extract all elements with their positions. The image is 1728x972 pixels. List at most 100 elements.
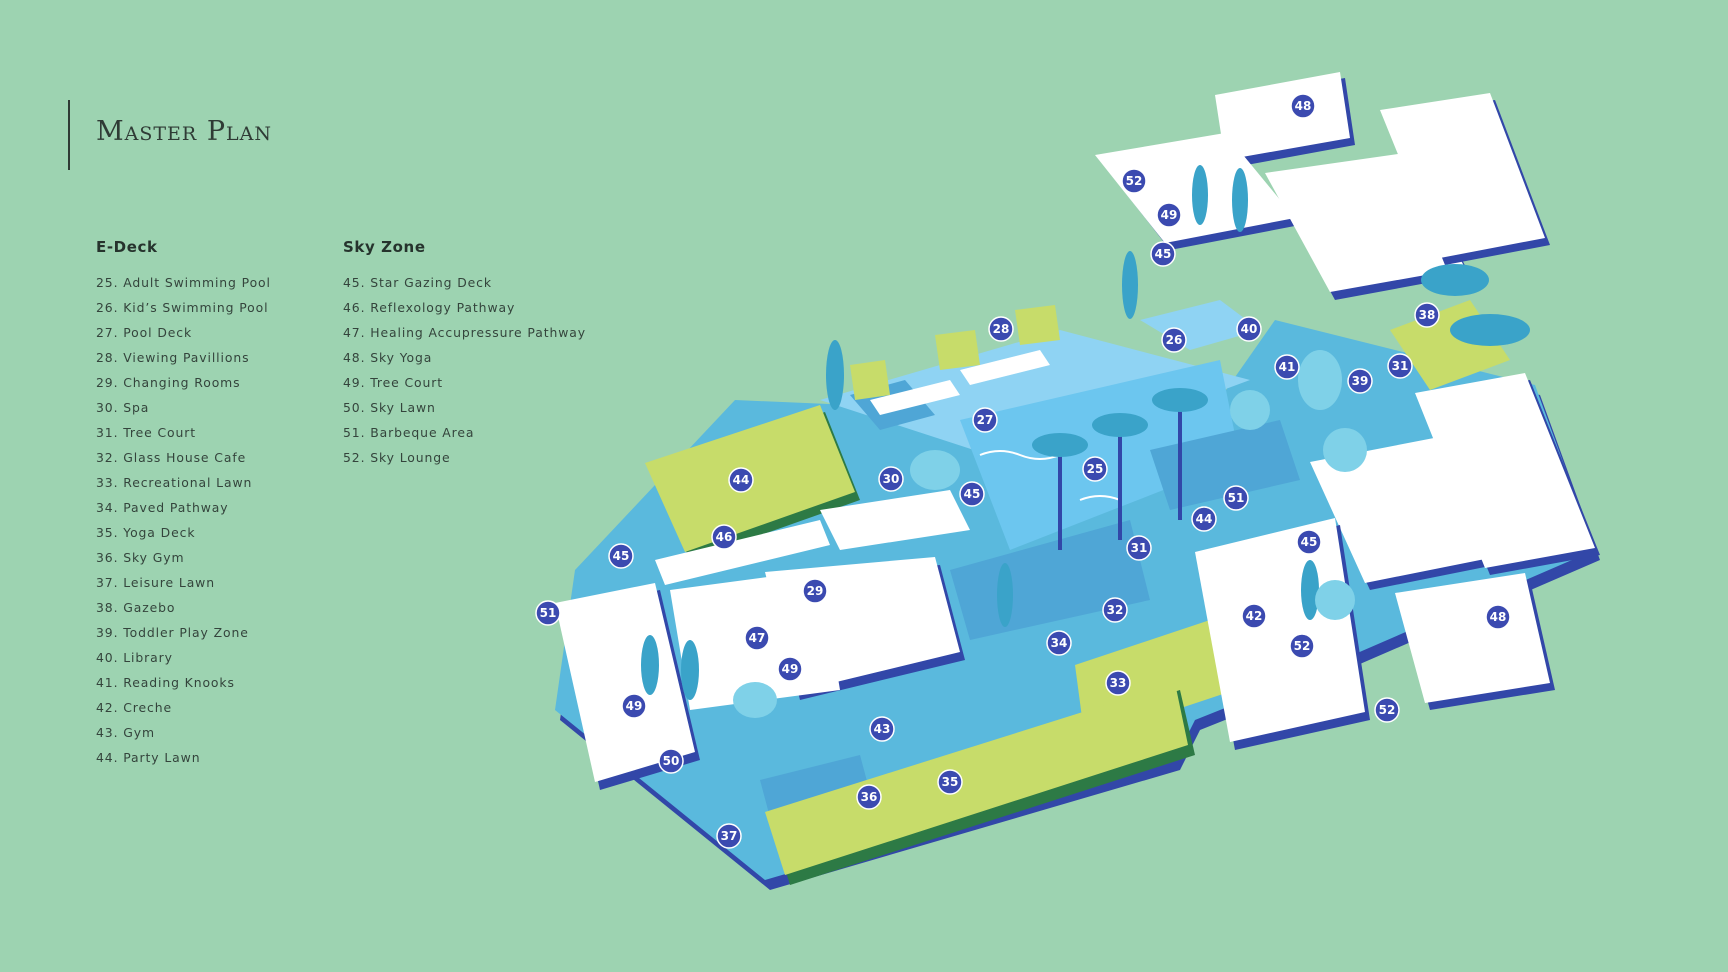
map-badge-label: 35 (942, 775, 959, 789)
legend-item: 35. Yoga Deck (96, 525, 196, 540)
map-badge-36: 36 (856, 784, 882, 810)
map-badge-label: 44 (1196, 512, 1213, 526)
trees (641, 165, 1530, 718)
legend-edeck-heading: E-Deck (96, 238, 158, 256)
map-badge-label: 26 (1166, 333, 1183, 347)
map-badge-30: 30 (878, 466, 904, 492)
map-badge-circle (1296, 529, 1322, 555)
map-badge-circle (535, 600, 561, 626)
map-badge-label: 44 (733, 473, 750, 487)
legend-item: 29. Changing Rooms (96, 375, 241, 390)
map-badge-label: 31 (1392, 359, 1409, 373)
map-badge-circle (728, 467, 754, 493)
map-badge-label: 52 (1126, 174, 1143, 188)
legend-edeck: E-Deck 25. Adult Swimming Pool 26. Kid’s… (96, 238, 271, 776)
map-badge-label: 28 (993, 322, 1010, 336)
map-badge-43: 43 (869, 716, 895, 742)
map-badge-circle (1289, 633, 1315, 659)
map-badge-circle (711, 524, 737, 550)
legend-item: 48. Sky Yoga (343, 350, 433, 365)
map-badge-label: 45 (1301, 535, 1318, 549)
map-badge-label: 36 (861, 790, 878, 804)
map-badge-45: 45 (1150, 241, 1176, 267)
map-badge-38: 38 (1414, 302, 1440, 328)
map-badge-circle (608, 543, 634, 569)
map-badge-circle (1105, 670, 1131, 696)
legend-item: 46. Reflexology Pathway (343, 300, 516, 315)
map-badge-51: 51 (535, 600, 561, 626)
map-badge-44: 44 (728, 467, 754, 493)
map-badge-circle (1121, 168, 1147, 194)
legend-item: 37. Leisure Lawn (96, 575, 215, 590)
lawns (645, 300, 1510, 885)
map-badge-circle (959, 481, 985, 507)
map-badge-49: 49 (621, 693, 647, 719)
map-badge-label: 49 (782, 662, 799, 676)
map-badge-label: 45 (964, 487, 981, 501)
map-badge-28: 28 (988, 316, 1014, 342)
map-badge-29: 29 (802, 578, 828, 604)
map-badge-40: 40 (1236, 316, 1262, 342)
map-badge-label: 43 (874, 722, 891, 736)
legend-item: 51. Barbeque Area (343, 425, 475, 440)
legend-item: 36. Sky Gym (96, 550, 185, 565)
map-badge-49: 49 (777, 656, 803, 682)
map-badge-circle (856, 784, 882, 810)
legend-item: 26. Kid’s Swimming Pool (96, 300, 269, 315)
map-badge-35: 35 (937, 769, 963, 795)
map-badge-label: 51 (540, 606, 557, 620)
map-badge-31: 31 (1126, 535, 1152, 561)
map-badge-circle (1223, 485, 1249, 511)
legend-item: 30. Spa (96, 400, 150, 415)
legend-item: 43. Gym (96, 725, 155, 740)
map-badge-label: 52 (1379, 703, 1396, 717)
map-badge-37: 37 (716, 823, 742, 849)
map-badge-52: 52 (1121, 168, 1147, 194)
pavilions (850, 305, 1060, 415)
title-accent-bar (68, 100, 70, 170)
map-badge-circle (1374, 697, 1400, 723)
map-badge-label: 39 (1352, 374, 1369, 388)
map-badge-circle (972, 407, 998, 433)
legend-item: 41. Reading Knooks (96, 675, 235, 690)
map-badge-circle (1126, 535, 1152, 561)
page-title: Master Plan (96, 116, 272, 147)
map-badge-label: 41 (1279, 360, 1296, 374)
map-badge-circle (1290, 93, 1316, 119)
map-badge-51: 51 (1223, 485, 1249, 511)
map-badge-label: 25 (1087, 462, 1104, 476)
legend-item: 27. Pool Deck (96, 325, 193, 340)
map-badge-label: 32 (1107, 603, 1124, 617)
map-badge-circle (1236, 316, 1262, 342)
map-badge-label: 48 (1490, 610, 1507, 624)
map-badge-label: 48 (1295, 99, 1312, 113)
legend-item: 44. Party Lawn (96, 750, 201, 765)
map-badge-label: 50 (663, 754, 680, 768)
map-badge-label: 27 (977, 413, 994, 427)
legend-skyzone-list: 45. Star Gazing Deck 46. Reflexology Pat… (343, 276, 586, 476)
map-badge-31: 31 (1387, 353, 1413, 379)
map-badge-52: 52 (1374, 697, 1400, 723)
map-badge-label: 38 (1419, 308, 1436, 322)
legend-item: 33. Recreational Lawn (96, 475, 253, 490)
map-badge-label: 42 (1246, 609, 1263, 623)
map-badge-circle (1156, 202, 1182, 228)
map-badge-circle (802, 578, 828, 604)
legend-item: 31. Tree Court (96, 425, 197, 440)
map-badge-circle (777, 656, 803, 682)
map-badge-label: 30 (883, 472, 900, 486)
legend-item: 32. Glass House Cafe (96, 450, 247, 465)
map-badge-circle (621, 693, 647, 719)
map-badge-label: 47 (749, 631, 766, 645)
map-badge-circle (1274, 354, 1300, 380)
map-badge-label: 29 (807, 584, 824, 598)
map-badge-label: 45 (1155, 247, 1172, 261)
map-badge-42: 42 (1241, 603, 1267, 629)
map-badge-circle (869, 716, 895, 742)
map-badge-label: 34 (1051, 636, 1068, 650)
map-badge-32: 32 (1102, 597, 1128, 623)
legend-edeck-list: 25. Adult Swimming Pool 26. Kid’s Swimmi… (96, 276, 271, 776)
map-badge-circle (988, 316, 1014, 342)
